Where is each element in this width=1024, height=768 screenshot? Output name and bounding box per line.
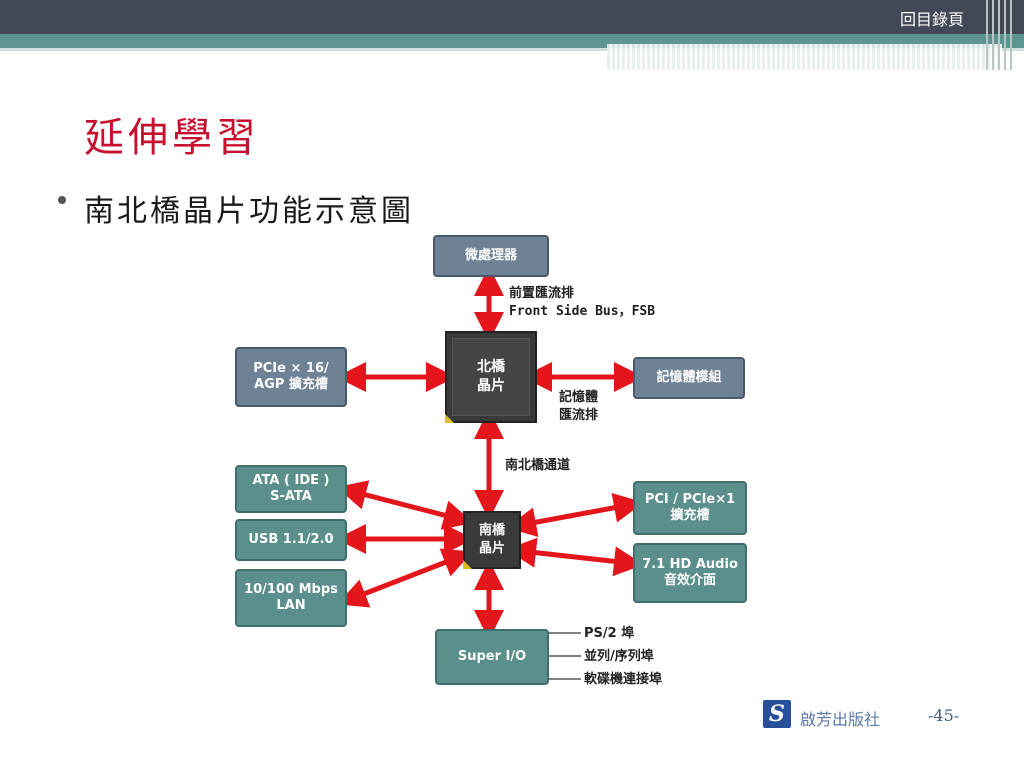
arrow-layer: [336, 266, 644, 680]
page-number: -45-: [928, 706, 960, 725]
nb-sb-channel-label: 南北橋通道: [505, 458, 571, 473]
top-bar: [0, 0, 1024, 34]
decorative-panel: [607, 44, 1002, 70]
usb-box: USB 1.1/2.0: [235, 519, 347, 561]
north-bridge-label: 北橋 晶片: [477, 359, 505, 394]
fsb-label: 前置匯流排 Front Side Bus，FSB: [509, 286, 656, 319]
ps2-label: PS/2 埠: [584, 626, 635, 641]
pci-box: PCI / PCIe×1 擴充槽: [633, 481, 747, 535]
bullet-text: 南北橋晶片功能示意圖: [84, 194, 414, 229]
publisher-logo-icon: S: [763, 700, 791, 728]
bridge-diagram: 微處理器 前置匯流排 Front Side Bus，FSB PCIe × 16/…: [229, 229, 749, 689]
memory-module-box: 記憶體模組: [633, 357, 745, 399]
back-to-toc-link[interactable]: 回目錄頁: [900, 10, 965, 29]
top-stripe-light: [0, 48, 1024, 51]
north-bridge-chip: 北橋 晶片: [445, 331, 537, 423]
lan-box: 10/100 Mbps LAN: [235, 569, 347, 627]
publisher-name: 啟芳出版社: [800, 710, 881, 729]
south-bridge-chip: 南橋 晶片: [463, 511, 521, 569]
floppy-label: 軟碟機連接埠: [584, 672, 663, 687]
pcie16-box: PCIe × 16/ AGP 擴充槽: [235, 347, 347, 407]
ata-box: ATA ( IDE ) S-ATA: [235, 465, 347, 513]
decorative-bars: [986, 0, 1016, 70]
super-io-box: Super I/O: [435, 629, 549, 685]
serial-parallel-label: 並列/序列埠: [584, 649, 654, 664]
bullet-icon: [58, 196, 66, 204]
arrow-lan-sb: [337, 548, 473, 608]
arrow-sb-pci: [506, 492, 644, 538]
audio-box: 7.1 HD Audio 音效介面: [633, 543, 747, 603]
memory-bus-label: 記憶體 匯流排: [559, 390, 599, 423]
cpu-box: 微處理器: [433, 235, 549, 277]
slide-title: 延伸學習: [84, 115, 260, 161]
arrow-sb-audio: [506, 537, 644, 577]
arrow-ata-sb: [336, 480, 474, 530]
chip-pin1-marker: [445, 414, 454, 423]
chip-pin1-marker: [463, 560, 472, 569]
south-bridge-label: 南橋 晶片: [478, 523, 505, 556]
